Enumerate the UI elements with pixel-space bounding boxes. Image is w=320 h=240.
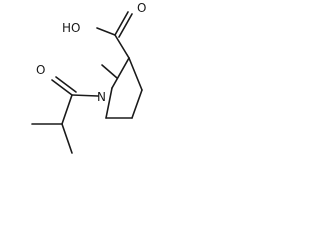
amide-double-bond-a (51, 79, 73, 96)
ring-bond-c5-n (105, 87, 113, 119)
ring-bond-c2-c3 (128, 57, 143, 91)
amide-bond-n-c (71, 94, 99, 97)
acid-double-bond-b (118, 13, 133, 38)
acid-bond-c2-c (114, 34, 130, 59)
nitrogen-label: N (97, 90, 106, 104)
ring-bond-n-c2-upper (111, 57, 130, 89)
acid-bond-c-oh (96, 27, 116, 36)
acid-double-bond-a (114, 11, 129, 36)
hydroxyl-label: HO (62, 21, 80, 35)
ring-bond-n-c2 (101, 64, 118, 79)
amide-oxygen-label: O (36, 63, 45, 77)
chemical-structure-diagram: HO O N O (31, 1, 146, 154)
amide-double-bond-b (55, 76, 77, 93)
acid-oxygen-label: O (137, 1, 146, 15)
ring-bond-c3-c4 (131, 89, 143, 119)
isopropyl-bond-ch-methyl-down (61, 123, 73, 154)
isopropyl-bond-carbonyl-ch (61, 94, 73, 125)
